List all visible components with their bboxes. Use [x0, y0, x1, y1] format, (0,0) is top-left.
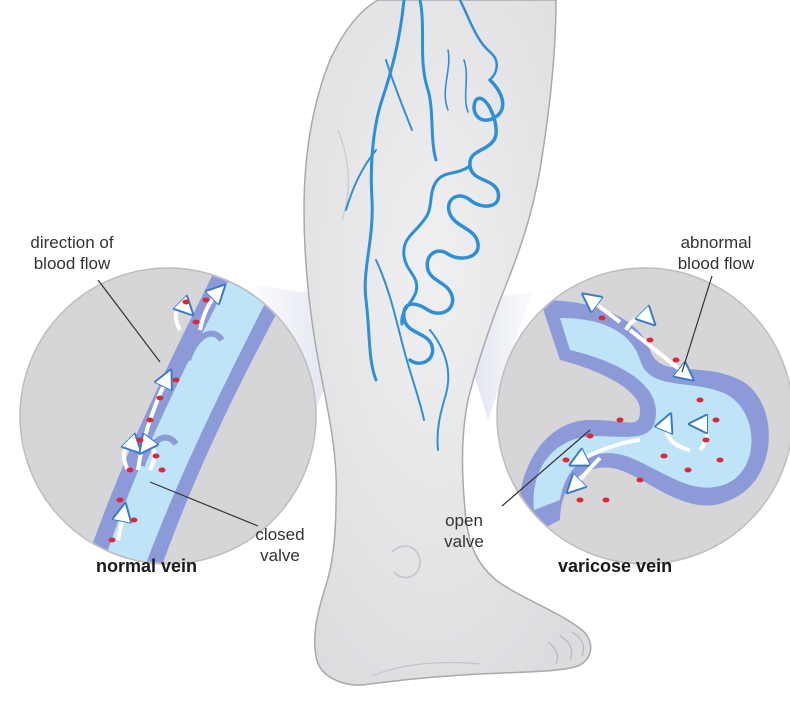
leg-veins [345, 0, 505, 451]
leader-line-closed-valve [149, 481, 259, 527]
normal-vein-magnifier [19, 267, 317, 565]
toes [547, 631, 585, 665]
blood-cell-icon [130, 517, 138, 523]
blood-cell-icon [712, 417, 720, 423]
knee-crease [337, 129, 349, 221]
blood-cell-icon [126, 467, 134, 473]
blood-cell-icon [136, 437, 144, 443]
arrow-icon [176, 307, 188, 331]
arrow-icon [572, 456, 602, 488]
vein-branch [429, 329, 450, 451]
blood-cell-icon [586, 433, 594, 439]
arrow-icon [576, 438, 641, 462]
varicose-vein-magnifier [496, 267, 790, 565]
label-line: blood flow [33, 254, 111, 273]
blood-cell-icon [172, 377, 180, 383]
varicose-vein-cluster [402, 78, 505, 365]
blood-cell-icon [684, 467, 692, 473]
label-line: abnormal [680, 233, 752, 252]
arrow-icon [588, 298, 622, 324]
arrow-icon [144, 445, 154, 471]
leader-line-direction [97, 279, 161, 363]
caption-varicose-vein: varicose vein [558, 556, 673, 576]
vein-branch [458, 0, 498, 82]
ankle-bone [391, 545, 421, 579]
blood-cell-icon [672, 357, 680, 363]
caption-normal-vein: normal vein [96, 556, 198, 576]
leader-line-abnormal [681, 275, 713, 373]
arrow-icon [696, 424, 709, 452]
blood-cell-icon [182, 299, 190, 305]
great-saphenous-vein [363, 0, 406, 382]
blood-cell-icon [602, 497, 610, 503]
label-line: direction of [30, 233, 114, 252]
blood-cell-icon [158, 467, 166, 473]
arrow-icon [136, 376, 168, 471]
label-line: valve [444, 532, 484, 551]
foot-arch [371, 661, 481, 677]
blood-cell-icon [646, 337, 654, 343]
label-line: open [445, 511, 483, 530]
flow-arrows [572, 298, 709, 488]
blood-cells [108, 297, 210, 543]
arrow-icon [624, 317, 650, 332]
label-abnormal-blood-flow: abnormal blood flow [656, 232, 776, 274]
blood-cell-icon [146, 417, 154, 423]
vein-branch [385, 59, 413, 131]
arrow-icon [666, 420, 691, 452]
label-line: valve [260, 546, 300, 565]
varicose-vein-cluster [400, 164, 472, 326]
blood-cell-icon [108, 537, 116, 543]
blood-cell-icon [202, 297, 210, 303]
blood-cell-icon [702, 437, 710, 443]
arrow-icon [124, 445, 136, 471]
blood-cell-icon [156, 395, 164, 401]
blood-cell-icon [576, 497, 584, 503]
label-line: blood flow [677, 254, 755, 273]
label-direction-of-blood-flow: direction of blood flow [6, 232, 138, 274]
blood-cell-icon [152, 453, 160, 459]
blood-cell-icon [116, 497, 124, 503]
blood-cell-icon [192, 319, 200, 325]
leg-outline [303, 0, 592, 686]
leg [303, 0, 592, 686]
blood-cells [562, 315, 724, 503]
blood-cell-icon [616, 417, 624, 423]
vein-branch [444, 49, 469, 113]
blood-cell-icon [636, 477, 644, 483]
leader-line-open-valve [501, 429, 591, 507]
label-line: closed [255, 525, 305, 544]
vein-branch [418, 0, 438, 162]
blood-cell-icon [660, 453, 668, 459]
blood-cell-icon [696, 397, 704, 403]
label-open-valve: open valve [432, 510, 496, 552]
blood-cell-icon [562, 457, 570, 463]
blood-cell-icon [716, 457, 724, 463]
valve-leaflet [185, 330, 225, 362]
blood-cell-icon [598, 315, 606, 321]
vein-branch [345, 149, 377, 211]
vein-branch [375, 259, 425, 421]
arrow-icon [118, 510, 124, 541]
arrow-icon [198, 290, 220, 331]
vein-lumen [98, 269, 284, 563]
label-closed-valve: closed valve [248, 524, 312, 566]
flow-arrows [118, 290, 220, 541]
vein-lumen [533, 318, 752, 510]
